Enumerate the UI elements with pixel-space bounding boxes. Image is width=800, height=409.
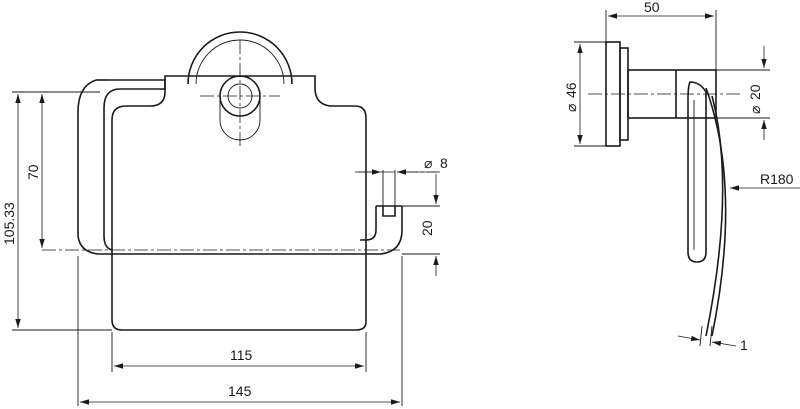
pin-height-label: 20 bbox=[419, 220, 435, 236]
dim-radius-cover: R180 bbox=[730, 171, 800, 191]
height-total-label: 105.33 bbox=[1, 202, 17, 245]
cover-width-label: 115 bbox=[230, 347, 253, 363]
radius-cover-label: R180 bbox=[760, 171, 794, 187]
dim-height-total: 105.33 bbox=[1, 91, 112, 331]
diameter-symbol-2: ⌀ bbox=[563, 104, 579, 112]
side-cover bbox=[705, 87, 727, 337]
dim-diameter-arm: ⌀ 20 bbox=[716, 46, 770, 140]
thickness-label: 1 bbox=[740, 337, 748, 353]
diameter-arm-label: 20 bbox=[747, 84, 763, 100]
dim-thickness: 1 bbox=[677, 325, 748, 353]
wall-rosette bbox=[187, 31, 293, 85]
total-width-label: 145 bbox=[228, 383, 252, 399]
dim-depth: 50 bbox=[605, 0, 717, 70]
depth-label: 50 bbox=[644, 0, 660, 15]
front-view bbox=[42, 31, 440, 331]
dim-height-arm: 70 bbox=[25, 91, 45, 248]
dim-diameter-pin: ⌀ 8 bbox=[355, 155, 448, 206]
side-view bbox=[588, 41, 740, 337]
diameter-base-label: 46 bbox=[563, 82, 579, 98]
dim-pin-height: 20 bbox=[402, 174, 440, 276]
dim-cover-width: 115 bbox=[111, 332, 367, 372]
height-arm-label: 70 bbox=[25, 164, 41, 180]
dim-total-width: 145 bbox=[77, 256, 403, 406]
diameter-symbol-3: ⌀ bbox=[747, 106, 763, 114]
holder-arm bbox=[77, 79, 403, 255]
diameter-pin-label: 8 bbox=[440, 155, 448, 171]
dim-diameter-base: ⌀ 46 bbox=[563, 41, 606, 147]
diameter-symbol-1: ⌀ bbox=[424, 155, 432, 171]
